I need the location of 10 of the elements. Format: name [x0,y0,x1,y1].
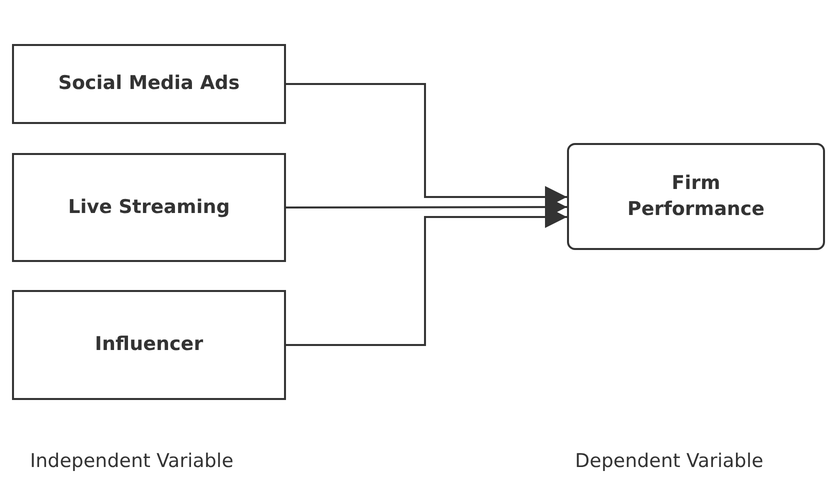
node-label: Social Media Ads [58,71,240,96]
factor-box [12,44,286,124]
node-label: Firm Performance [626,170,766,222]
factor-box [12,153,286,262]
caption-text: Dependent Variable [575,450,764,472]
outcome-box [567,143,825,250]
caption-text: Independent Variable [30,450,234,472]
node-label: Influencer [94,332,204,358]
factor-box [12,290,286,400]
node-label: Live Streaming [68,194,230,220]
